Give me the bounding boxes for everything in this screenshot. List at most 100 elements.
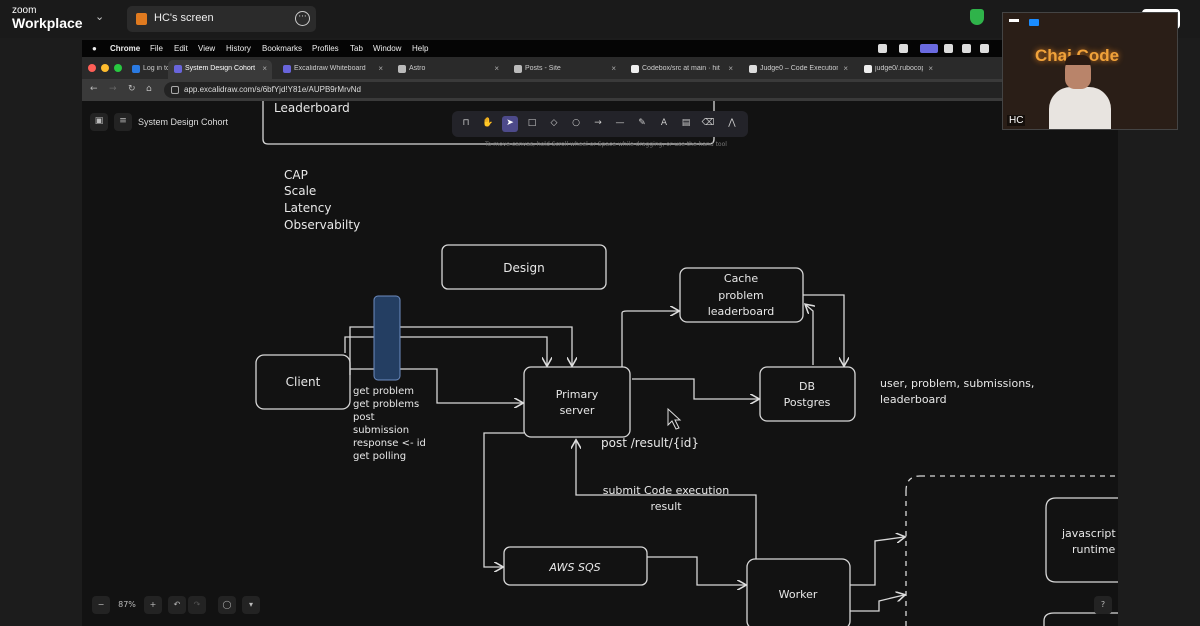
- mac-menubar: ● Chrome File Edit View History Bookmark…: [82, 40, 1118, 57]
- chrome-tab-strip: Log in to your account | ...×System Desi…: [82, 57, 1118, 79]
- browser-tab[interactable]: Excalidraw Whiteboard×: [277, 60, 388, 79]
- rectangle-icon[interactable]: □: [527, 118, 537, 128]
- status-icon[interactable]: [962, 44, 971, 53]
- security-shield-icon[interactable]: [970, 9, 984, 25]
- diamond-icon[interactable]: ◇: [550, 118, 558, 128]
- api-item: get problem: [353, 386, 414, 397]
- redo-icon[interactable]: ↷: [188, 596, 206, 614]
- site-info-icon[interactable]: [171, 86, 179, 94]
- image-icon[interactable]: ▤: [681, 118, 691, 128]
- library-icon[interactable]: ▣: [90, 113, 108, 131]
- menu-file[interactable]: File: [150, 44, 163, 53]
- close-window-icon[interactable]: [88, 64, 96, 72]
- participant-video[interactable]: Chai Code HC: [1002, 12, 1178, 130]
- note-observability: Observabilty: [284, 218, 360, 232]
- close-tab-icon[interactable]: ×: [378, 64, 383, 73]
- arrow-worker-primary: [576, 441, 757, 559]
- menu-profiles[interactable]: Profiles: [312, 44, 339, 53]
- menu-view[interactable]: View: [198, 44, 216, 53]
- zoom-out-button[interactable]: −: [92, 596, 110, 614]
- home-icon[interactable]: ⌂: [146, 84, 152, 94]
- menu-history[interactable]: History: [226, 44, 251, 53]
- chevron-down-icon[interactable]: ⌄: [95, 10, 105, 23]
- excalidraw-canvas[interactable]: Leaderboard CAP Scale Latency Observabil…: [82, 101, 1118, 626]
- api-item: post: [353, 412, 375, 423]
- zoom-level[interactable]: 87%: [118, 600, 136, 609]
- browser-tab[interactable]: Astro×: [392, 60, 504, 79]
- menu-window[interactable]: Window: [373, 44, 402, 53]
- address-input[interactable]: app.excalidraw.com/s/6bfYjd!Y81e/AUPB9rM…: [164, 82, 1024, 98]
- selection-icon[interactable]: ➤: [502, 116, 518, 132]
- close-tab-icon[interactable]: ×: [262, 64, 267, 73]
- db-label-1: DB: [799, 380, 815, 393]
- arrow-primary-db: [632, 378, 758, 399]
- video-toggle-icon[interactable]: [1029, 19, 1039, 26]
- primary-label-2: server: [560, 404, 595, 417]
- top-box: [262, 101, 715, 145]
- close-tab-icon[interactable]: ×: [843, 64, 848, 73]
- tab-label: judge0/.rubocop: [875, 65, 923, 72]
- draw-icon[interactable]: ✎: [638, 118, 646, 128]
- zoom-logo: zoom Workplace: [12, 4, 83, 30]
- cache-label-3: leaderboard: [708, 305, 775, 318]
- design-box: [441, 244, 607, 290]
- apple-icon[interactable]: ●: [92, 44, 97, 53]
- arrow-primary-sqs: [483, 432, 524, 567]
- close-tab-icon[interactable]: ×: [494, 64, 499, 73]
- screen-share-tab[interactable]: HC's screen ···: [127, 6, 316, 32]
- reload-icon[interactable]: ↻: [128, 84, 136, 94]
- back-icon[interactable]: ←: [90, 84, 98, 94]
- text-icon[interactable]: A: [660, 118, 668, 128]
- status-icon[interactable]: [980, 44, 989, 53]
- browser-tab[interactable]: judge0/.rubocop ×: [858, 60, 938, 79]
- menubar-app[interactable]: Chrome: [110, 44, 141, 53]
- load-balancer-shape: [373, 295, 401, 381]
- browser-tab[interactable]: System Design Cohort —×: [168, 60, 272, 79]
- comment-icon[interactable]: ◯: [218, 596, 236, 614]
- arrow-icon[interactable]: →: [594, 118, 602, 128]
- menu-bookmarks[interactable]: Bookmarks: [262, 44, 303, 53]
- api-item: response <- id: [353, 438, 426, 449]
- maximize-window-icon[interactable]: [114, 64, 122, 72]
- close-tab-icon[interactable]: ×: [611, 64, 616, 73]
- document-name[interactable]: System Design Cohort: [138, 117, 229, 127]
- status-icon[interactable]: [899, 44, 908, 53]
- more-tools-icon[interactable]: ⋀: [728, 118, 736, 128]
- menu-icon[interactable]: ≡: [114, 113, 132, 131]
- arrow-sqs-worker: [647, 556, 745, 585]
- eraser-icon[interactable]: ⌫: [701, 118, 715, 128]
- primary-server-box: [523, 366, 631, 438]
- browser-tab[interactable]: Codebox/src at main · hit×: [625, 60, 738, 79]
- browser-tab[interactable]: Judge0 – Code Execution ×: [743, 60, 853, 79]
- arrow-client-primary-1: [349, 326, 572, 375]
- browser-tab[interactable]: Posts - Site×: [508, 60, 621, 79]
- menu-edit[interactable]: Edit: [174, 44, 188, 53]
- lock-icon[interactable]: ⊓: [462, 118, 470, 128]
- close-tab-icon[interactable]: ×: [728, 64, 733, 73]
- menu-tab[interactable]: Tab: [350, 44, 363, 53]
- minimize-icon[interactable]: [1009, 19, 1019, 22]
- api-item: get problems: [353, 399, 419, 410]
- runtime-box: [1045, 497, 1118, 583]
- status-icon[interactable]: [920, 44, 938, 53]
- status-icon[interactable]: [944, 44, 953, 53]
- arrow-primary-cache: [621, 311, 678, 367]
- help-icon[interactable]: ?: [1094, 596, 1112, 614]
- undo-icon[interactable]: ↶: [168, 596, 186, 614]
- status-icon[interactable]: [878, 44, 887, 53]
- runtime-label-1: javascript: [1061, 527, 1116, 540]
- ellipse-icon[interactable]: ○: [572, 118, 580, 128]
- tab-label: Judge0 – Code Execution: [760, 65, 838, 72]
- zoom-in-button[interactable]: +: [144, 596, 162, 614]
- more-options-icon[interactable]: ···: [295, 11, 310, 26]
- menu-help[interactable]: Help: [412, 44, 429, 53]
- forward-icon[interactable]: →: [109, 84, 117, 94]
- diagram: Leaderboard CAP Scale Latency Observabil…: [255, 101, 1118, 626]
- hand-icon[interactable]: ✋: [482, 118, 494, 128]
- presentation-icon[interactable]: ▾: [242, 596, 260, 614]
- close-tab-icon[interactable]: ×: [928, 64, 933, 73]
- minimize-window-icon[interactable]: [101, 64, 109, 72]
- api-item: get polling: [353, 451, 406, 462]
- line-icon[interactable]: —: [615, 118, 625, 128]
- tab-favicon-icon: [514, 65, 522, 73]
